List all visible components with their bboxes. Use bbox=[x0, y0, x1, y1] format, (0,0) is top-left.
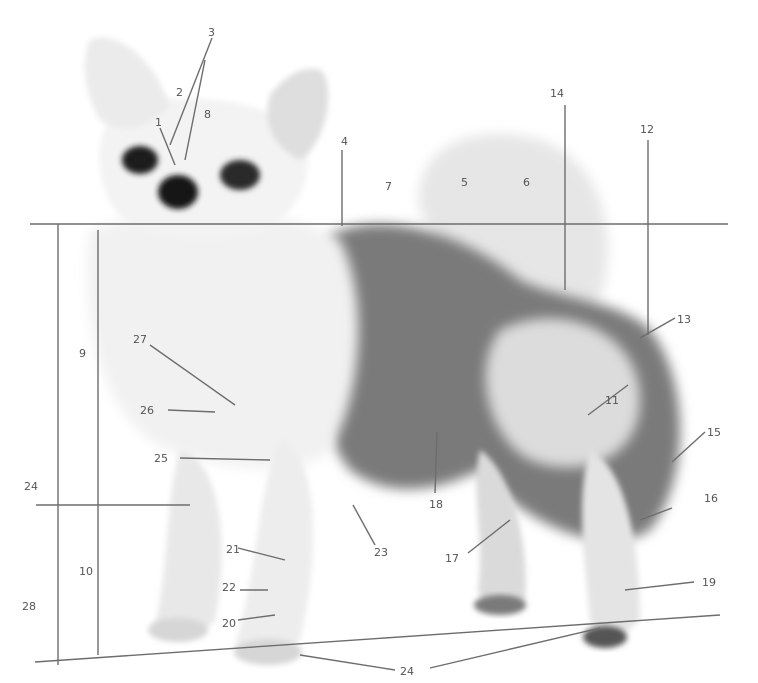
line-leader-24-a bbox=[300, 655, 395, 670]
label-13: 13 bbox=[677, 313, 691, 326]
label-19: 19 bbox=[702, 576, 716, 589]
dog-front-leg-right bbox=[235, 440, 313, 656]
dog-paw-rear bbox=[583, 626, 627, 648]
label-27: 27 bbox=[133, 333, 147, 346]
label-20: 20 bbox=[222, 617, 236, 630]
label-12: 12 bbox=[640, 123, 654, 136]
label-14-top: 14 bbox=[550, 87, 564, 100]
label-17: 17 bbox=[445, 552, 459, 565]
dog-paw-rear-back bbox=[474, 595, 526, 615]
label-2: 2 bbox=[176, 86, 183, 99]
dog-chest bbox=[88, 213, 359, 469]
line-leader-23 bbox=[353, 505, 375, 545]
dog-front-leg-left bbox=[155, 450, 222, 636]
dog-eye-right bbox=[220, 160, 260, 190]
label-3: 3 bbox=[208, 26, 215, 39]
label-11: 11 bbox=[605, 394, 619, 407]
label-25: 25 bbox=[154, 452, 168, 465]
label-10: 10 bbox=[79, 565, 93, 578]
label-5: 5 bbox=[461, 176, 468, 189]
label-18: 18 bbox=[429, 498, 443, 511]
dog-paw-front-left bbox=[148, 618, 208, 642]
label-28: 28 bbox=[22, 600, 36, 613]
label-15: 15 bbox=[707, 426, 721, 439]
label-26: 26 bbox=[140, 404, 154, 417]
label-22: 22 bbox=[222, 581, 236, 594]
label-24-left: 24 bbox=[24, 480, 38, 493]
label-1: 1 bbox=[155, 116, 162, 129]
label-6: 6 bbox=[523, 176, 530, 189]
label-8: 8 bbox=[204, 108, 211, 121]
dog-ear-left bbox=[85, 38, 170, 129]
label-16: 16 bbox=[704, 492, 718, 505]
label-23: 23 bbox=[374, 546, 388, 559]
label-9: 9 bbox=[79, 347, 86, 360]
label-4: 4 bbox=[341, 135, 348, 148]
dog-nose bbox=[158, 175, 198, 209]
dog-illustration bbox=[85, 38, 680, 665]
label-24-bottom: 24 bbox=[400, 665, 414, 678]
line-leader-24-b bbox=[430, 628, 600, 668]
dog-eye-left bbox=[122, 146, 158, 174]
label-7: 7 bbox=[385, 180, 392, 193]
dog-paw-front-right bbox=[234, 639, 302, 665]
label-21: 21 bbox=[226, 543, 240, 556]
